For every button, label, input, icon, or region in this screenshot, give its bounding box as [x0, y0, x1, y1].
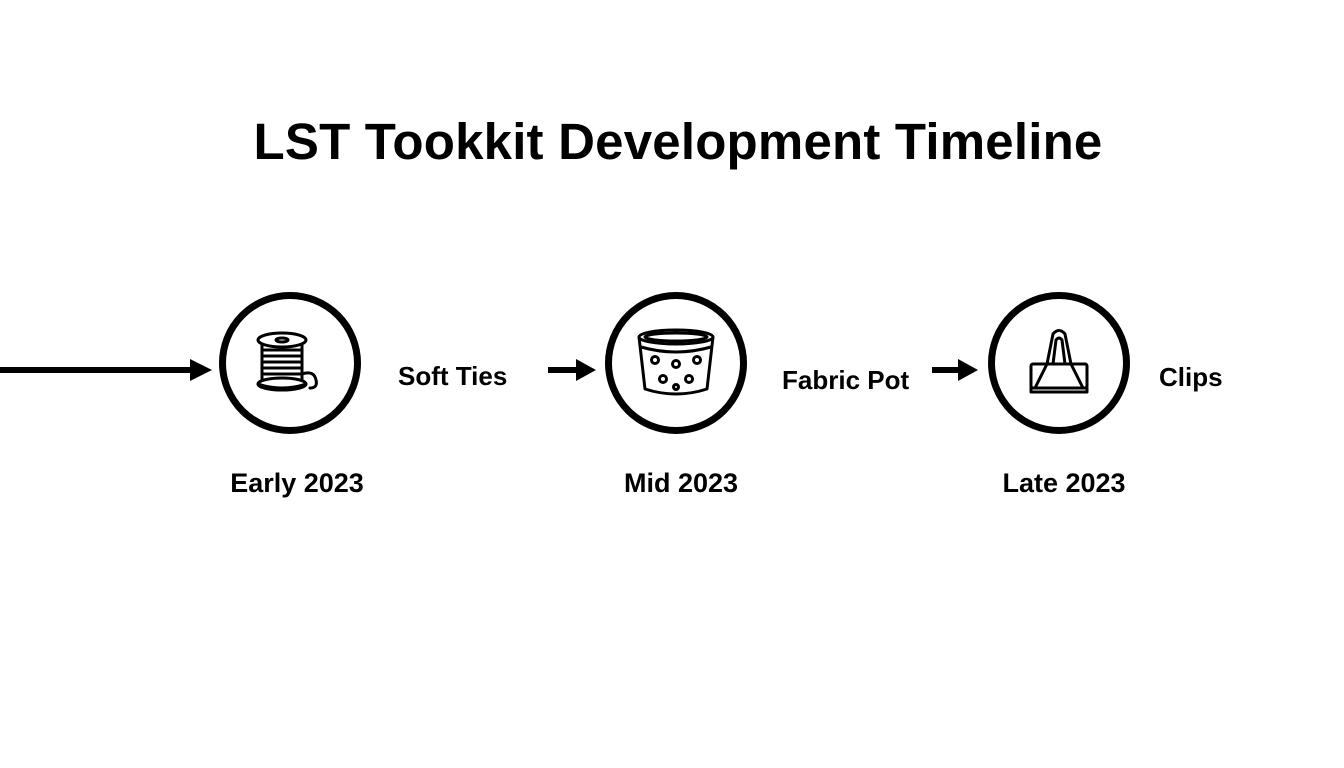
connector-arrow [932, 359, 978, 381]
page-title: LST Tookkit Development Timeline [253, 113, 1103, 170]
stage-date: Mid 2023 [623, 468, 739, 498]
thread-spool-icon [256, 331, 318, 392]
binder-clip-icon [1029, 329, 1089, 394]
fabric-pot-icon [637, 328, 715, 396]
stage-label: Soft Ties [398, 361, 508, 391]
stage-node-fabric-pot [605, 292, 747, 434]
stage-label: Fabric Pot [782, 365, 910, 395]
stage-label: Clips [1159, 362, 1223, 392]
stage-node-soft-ties [219, 292, 361, 434]
stage-date: Early 2023 [230, 468, 364, 498]
connector-arrow [548, 359, 596, 381]
lead-in-arrow [0, 359, 212, 381]
stage-node-clips [988, 292, 1130, 434]
stage-date: Late 2023 [1002, 468, 1126, 498]
